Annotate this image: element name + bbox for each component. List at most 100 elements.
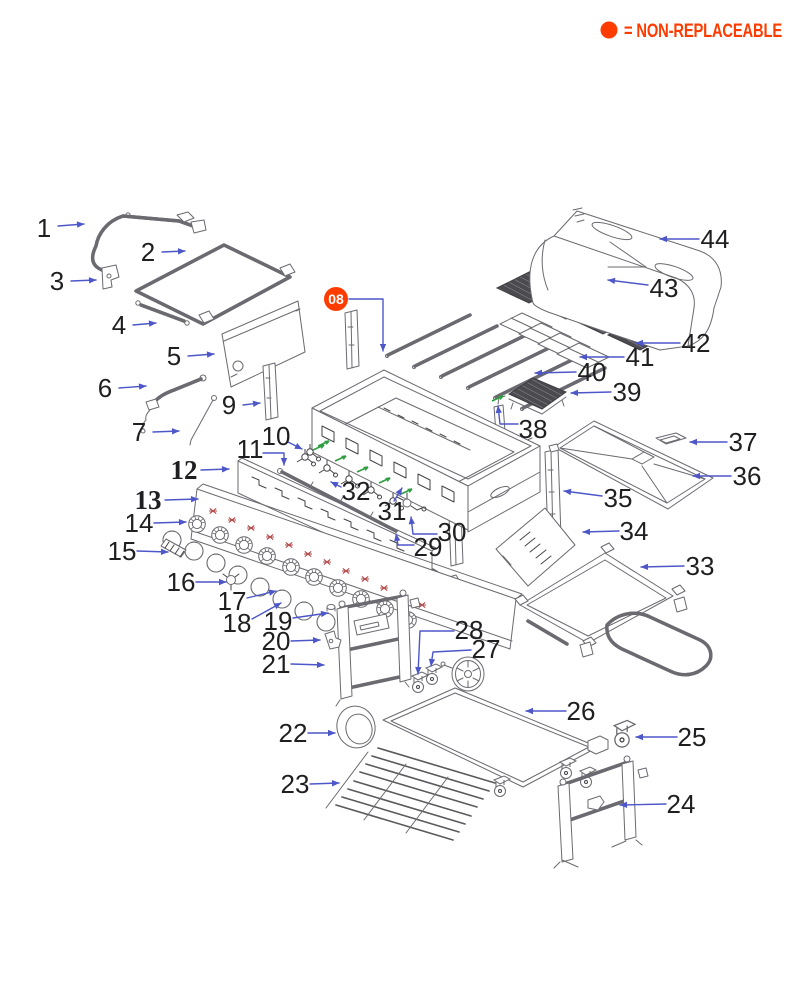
- part-26-bottom-frame: [382, 687, 609, 797]
- leader-line-43: [607, 277, 649, 286]
- part-number-42: 42: [682, 328, 711, 358]
- part-number-30: 30: [438, 517, 467, 547]
- part-number-4: 4: [112, 310, 126, 340]
- part-number-1: 1: [37, 213, 51, 243]
- leader-line-12: [200, 466, 230, 473]
- part-number-35: 35: [604, 483, 633, 513]
- part-number-34: 34: [620, 516, 649, 546]
- part-number-22: 22: [279, 718, 308, 748]
- part-number-36: 36: [733, 461, 762, 491]
- leader-line-30: [408, 516, 438, 535]
- leader-line-23: [309, 780, 340, 787]
- leader-line-39: [570, 389, 612, 397]
- leader-line-9: [242, 400, 261, 407]
- part-3-handle-bracket: [101, 264, 120, 290]
- part-number-25: 25: [678, 722, 707, 752]
- part-7-thin-rod: [189, 395, 217, 446]
- part-number-10: 10: [262, 421, 291, 451]
- part-number-28: 28: [455, 615, 484, 645]
- part-40-burner-tubes: [385, 313, 607, 411]
- part-number-26: 26: [567, 696, 596, 726]
- part-number-44: 44: [701, 224, 730, 254]
- part-number-14: 14: [125, 508, 154, 538]
- part-number-24: 24: [667, 789, 696, 819]
- part-24-right-cart-panel: [553, 755, 649, 869]
- part-number-9: 9: [222, 390, 236, 420]
- part-number-43: 43: [650, 273, 679, 303]
- highlight-badge-layer: 08: [324, 287, 387, 352]
- part-2-warming-rack-frame: [134, 243, 296, 326]
- part-number-6: 6: [98, 373, 112, 403]
- part-9-rear-post: [262, 362, 279, 421]
- part-25-caster: [613, 719, 636, 748]
- part-5-back-panel: [221, 300, 306, 388]
- leader-line-28: [415, 630, 455, 675]
- part-number-27: 27: [472, 634, 501, 664]
- leader-line-5: [187, 351, 215, 358]
- part-number-37: 37: [729, 427, 758, 457]
- part-number-16: 16: [167, 567, 196, 597]
- part-30-valve: [396, 492, 427, 512]
- leader-line-40: [534, 369, 577, 377]
- part-28-caster: [411, 671, 429, 693]
- leader-line-27: [428, 649, 472, 667]
- leader-line-10: [287, 441, 303, 450]
- leader-line-6: [118, 383, 147, 390]
- part-number-18: 18: [223, 608, 252, 638]
- leader-line-11: [262, 452, 288, 466]
- leader-line-34: [582, 528, 620, 536]
- part-number-41: 41: [626, 342, 655, 372]
- leader-line-19: [292, 610, 329, 619]
- leader-line-21: [290, 661, 325, 668]
- leader-line-33: [640, 563, 685, 571]
- part-number-32: 32: [342, 476, 371, 506]
- legend: = NON-REPLACEABLE: [600, 21, 782, 42]
- part-number-11: 11: [237, 434, 264, 464]
- part-23-wire-shelf: [325, 747, 496, 841]
- part-8-firebox: [311, 369, 541, 533]
- part-number-21: 21: [262, 649, 291, 679]
- leader-line-32: [330, 481, 342, 488]
- part-33-side-shelf: [514, 542, 713, 677]
- leader-line-3: [70, 277, 97, 284]
- part-number-12: 12: [171, 455, 198, 485]
- part-20-bracket: [324, 630, 342, 650]
- part-number-38: 38: [519, 414, 548, 444]
- part-number-5: 5: [167, 341, 181, 371]
- leader-line-35: [563, 488, 603, 497]
- part-number-29: 29: [414, 532, 443, 562]
- part-number-40: 40: [578, 357, 607, 387]
- part-number-3: 3: [50, 266, 64, 296]
- leader-line-1: [57, 221, 85, 228]
- legend-label: = NON-REPLACEABLE: [624, 21, 782, 42]
- part-16-igniter: [222, 573, 240, 591]
- part-36-grease-tray: [553, 420, 714, 510]
- leader-line-17: [246, 589, 277, 599]
- part-number-20: 20: [262, 626, 291, 656]
- part-15-spring: [160, 538, 187, 558]
- part-number-23: 23: [281, 769, 310, 799]
- leader-line-2: [161, 248, 186, 255]
- part-37-drip-cup: [655, 432, 687, 445]
- leader-line-31: [393, 487, 403, 502]
- leader-line-29: [394, 533, 415, 546]
- part-22-wheel: [336, 705, 376, 749]
- part-number-7: 7: [132, 417, 146, 447]
- part-number-19: 19: [264, 606, 293, 636]
- leader-line-14: [153, 519, 187, 526]
- part-39-sear-grate: [507, 377, 568, 415]
- leader-line-38: [495, 405, 519, 425]
- non-replaceable-part-badge: [324, 287, 348, 311]
- part-number-31: 31: [378, 496, 407, 526]
- part-21-left-cart-panel: [335, 589, 421, 707]
- part-4-support-rod: [135, 300, 190, 326]
- leader-line-20: [290, 637, 321, 644]
- part-number-2: 2: [141, 237, 155, 267]
- part-27-wheel: [425, 656, 485, 692]
- leader-line-4: [132, 320, 157, 327]
- part-number-13: 13: [135, 485, 162, 515]
- part-6-igniter-wire: [140, 374, 207, 434]
